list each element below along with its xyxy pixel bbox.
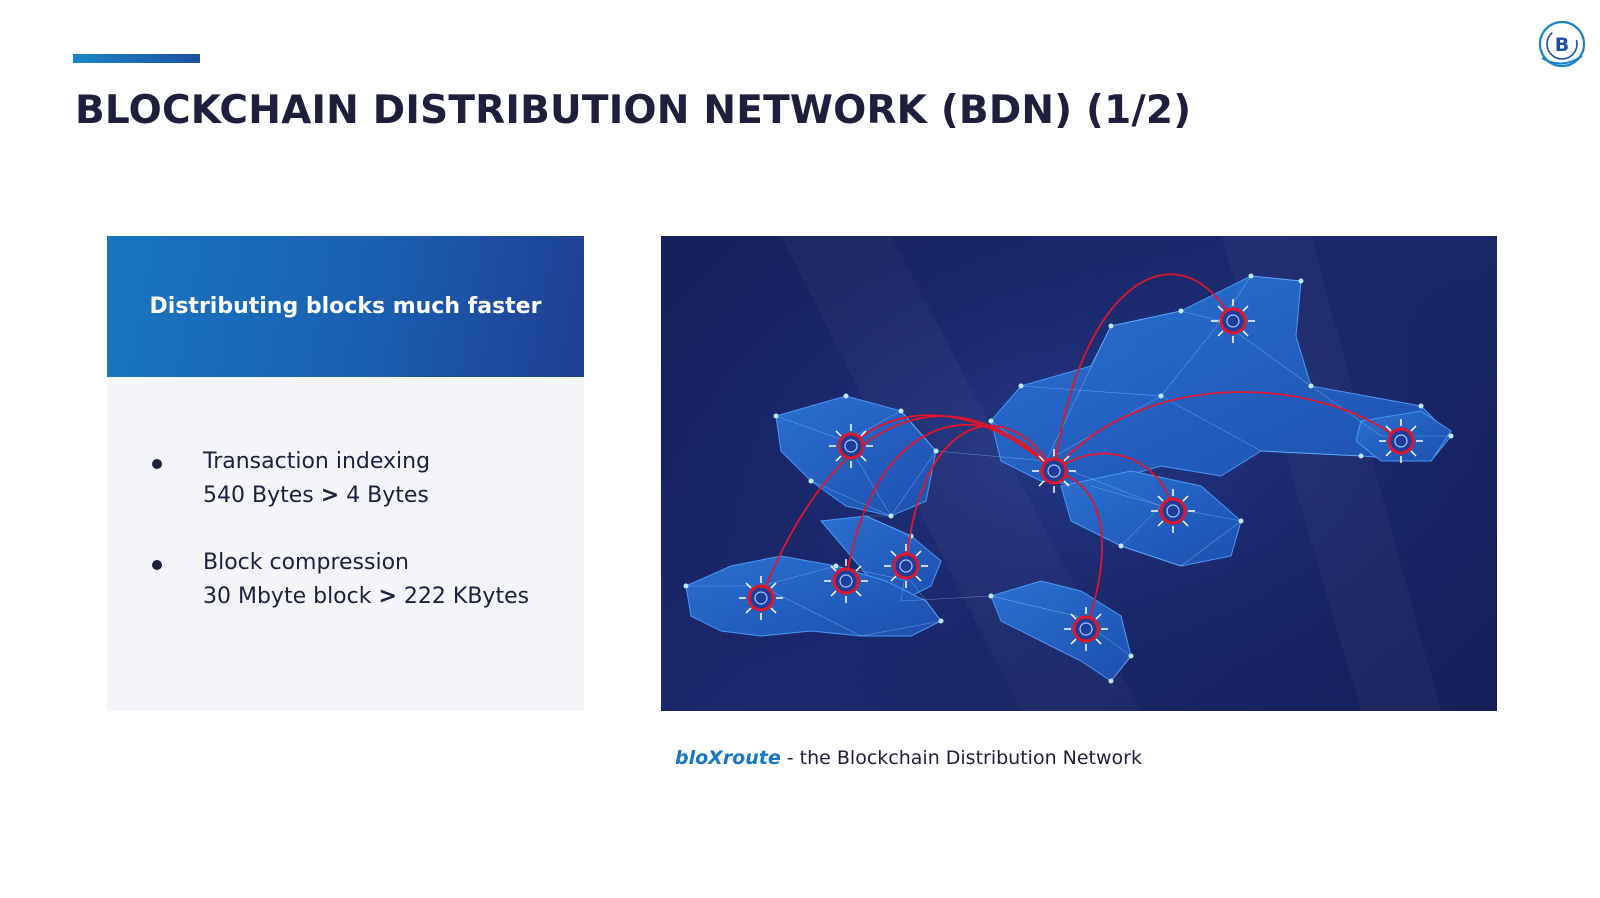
caption-brand: bloXroute xyxy=(675,747,781,769)
bloxroute-b-logo-icon: B xyxy=(1538,20,1586,68)
feature-card: Distributing blocks much faster Transact… xyxy=(107,236,584,711)
world-network-map xyxy=(661,236,1497,711)
card-body: Transaction indexing 540 Bytes > 4 Bytes… xyxy=(107,377,584,711)
page-title: BLOCKCHAIN DISTRIBUTION NETWORK (BDN) (1… xyxy=(75,88,1192,133)
card-heading: Distributing blocks much faster xyxy=(149,294,542,319)
caption-text: - the Blockchain Distribution Network xyxy=(780,747,1142,769)
bullet-title: Transaction indexing xyxy=(203,449,431,474)
figure-caption: bloXroute - the Blockchain Distribution … xyxy=(675,747,1142,769)
bullet-title: Block compression xyxy=(203,550,409,575)
bullet-detail: 30 Mbyte block > 222 KBytes xyxy=(203,584,530,609)
bullet-detail: 540 Bytes > 4 Bytes xyxy=(203,483,429,508)
svg-text:B: B xyxy=(1555,34,1569,56)
title-accent-bar xyxy=(73,54,200,63)
card-heading-banner: Distributing blocks much faster xyxy=(107,236,584,377)
bullet-icon xyxy=(152,560,162,570)
world-network-map-icon xyxy=(661,236,1497,711)
bullet-icon xyxy=(152,459,162,469)
